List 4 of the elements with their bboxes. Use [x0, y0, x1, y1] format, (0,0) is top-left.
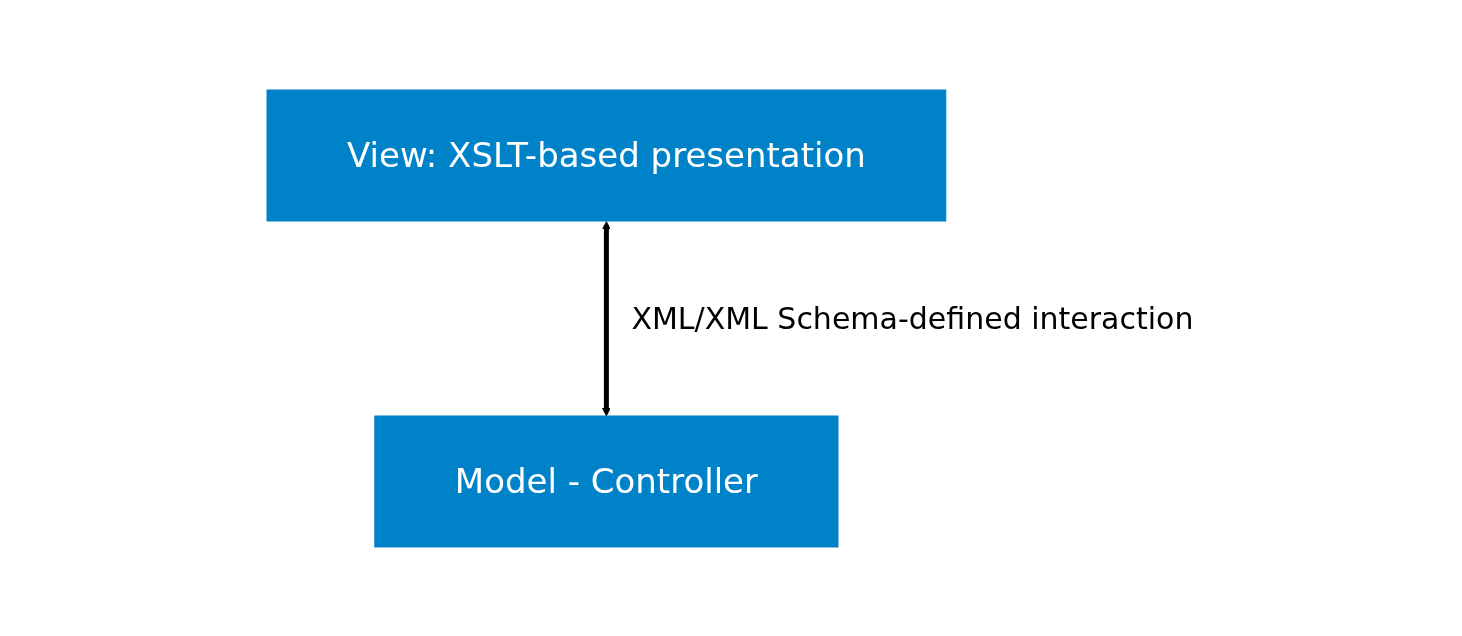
edge-label: XML/XML Schema-defined interaction [631, 300, 1194, 336]
node-box: View: XSLT-based presentation [266, 89, 947, 221]
arrow [601, 220, 611, 416]
node-box: Model - Controller [374, 415, 839, 547]
